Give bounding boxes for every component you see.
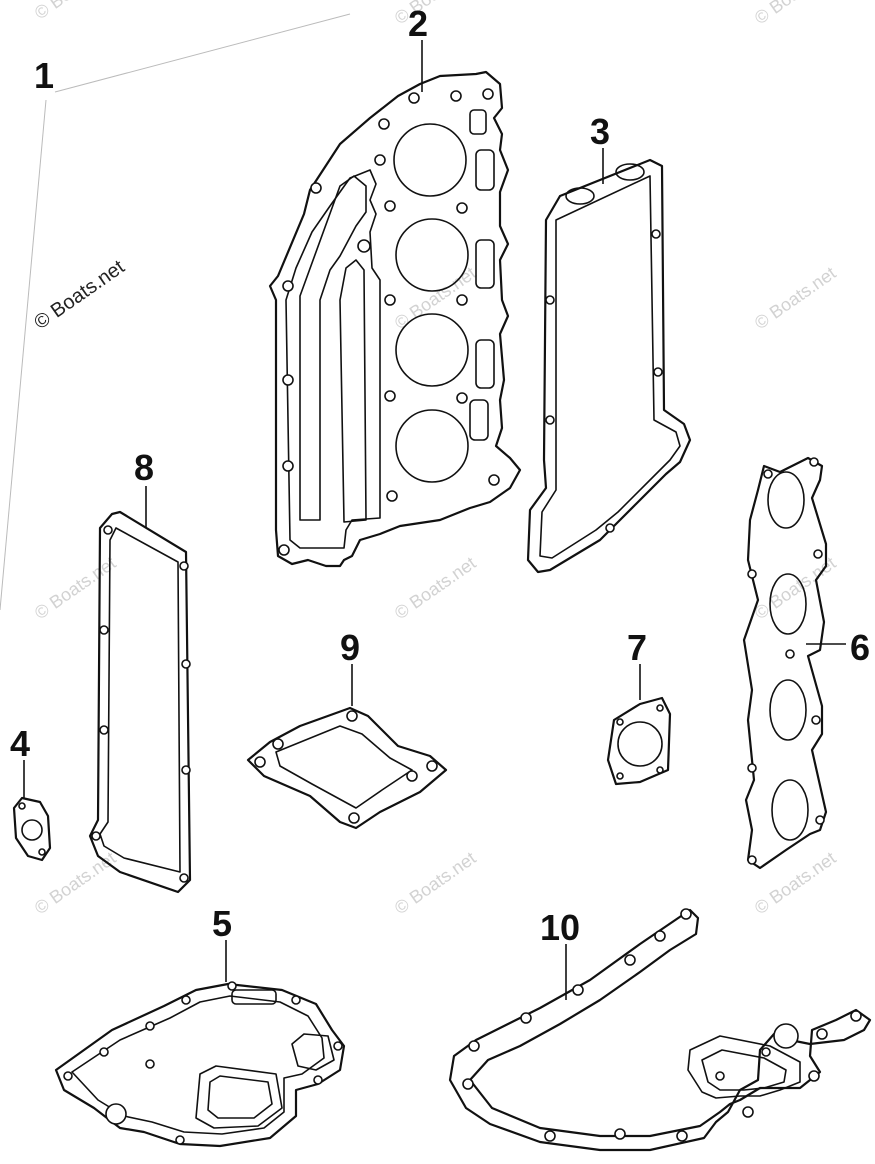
part-5-oil-pan-gasket: 5: [54, 903, 346, 1148]
part-1-kit-bracket: 1: [0, 13, 351, 611]
part-2-cylinder-head-gasket: 2: [268, 3, 522, 568]
watermark-dark: © Boats.net: [30, 256, 129, 334]
callout-9[interactable]: 9: [340, 627, 360, 668]
callout-1[interactable]: 1: [34, 55, 54, 96]
watermark: © Boats.net: [391, 0, 480, 28]
callout-10[interactable]: 10: [540, 907, 580, 948]
callout-2[interactable]: 2: [408, 3, 428, 44]
part-6-manifold-gasket: 6: [742, 456, 870, 870]
part-8-long-cover-gasket: 8: [88, 447, 192, 894]
part-3-cover-gasket: 3: [526, 111, 692, 574]
watermark: © Boats.net: [391, 553, 480, 623]
callout-5[interactable]: 5: [212, 903, 232, 944]
part-4-small-gasket: 4: [10, 723, 52, 862]
watermark: © Boats.net: [751, 263, 840, 333]
watermark: © Boats.net: [751, 848, 840, 918]
callout-3[interactable]: 3: [590, 111, 610, 152]
part-9-gasket: 9: [246, 627, 448, 830]
callout-4[interactable]: 4: [10, 723, 30, 764]
watermark: © Boats.net: [31, 553, 120, 623]
watermark: © Boats.net: [391, 848, 480, 918]
part-7-small-gasket: 7: [606, 627, 672, 786]
watermark: © Boats.net: [751, 0, 840, 28]
part-10-crankcase-gasket: 10: [448, 907, 872, 1152]
callout-6[interactable]: 6: [850, 627, 870, 668]
callout-7[interactable]: 7: [627, 627, 647, 668]
watermark: © Boats.net: [31, 0, 120, 23]
callout-8[interactable]: 8: [134, 447, 154, 488]
